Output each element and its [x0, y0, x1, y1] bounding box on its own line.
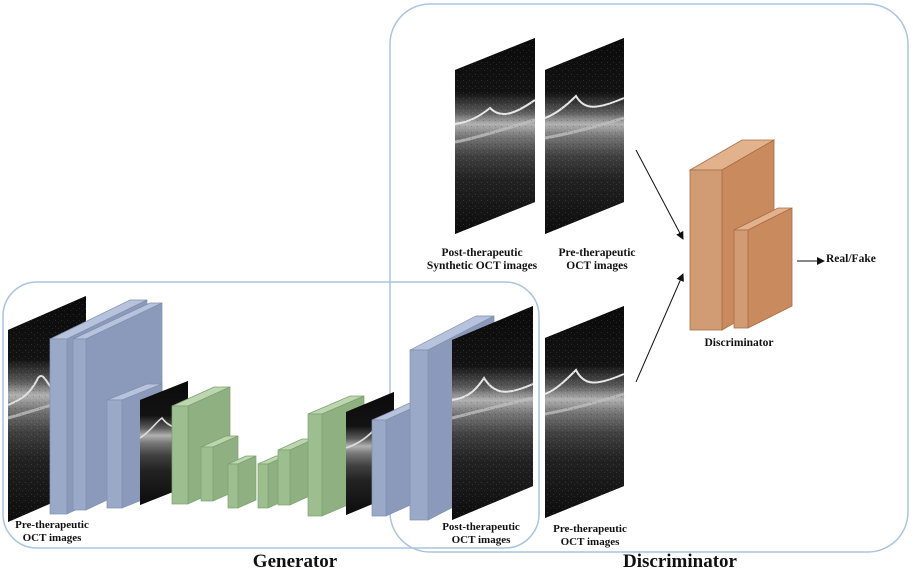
discriminator-block-caption: Discriminator — [684, 337, 794, 350]
generator-output-caption-line1: Post-therapeutic — [442, 521, 520, 533]
real-fake-label: Real/Fake — [826, 253, 906, 266]
discriminator-block-small — [733, 207, 793, 329]
generator-input-caption-line2: OCT images — [22, 531, 82, 544]
arrow-top-to-discriminator — [635, 149, 684, 240]
synthetic-post-oct-image — [454, 38, 536, 234]
discriminator-title: Discriminator — [590, 551, 770, 573]
synthetic-post-caption-line1: Post-therapeutic — [441, 247, 523, 259]
generator-output-caption-line2: OCT images — [451, 533, 511, 546]
generator-output-caption: Post-therapeutic OCT images — [426, 521, 536, 546]
generator-title: Generator — [215, 551, 375, 573]
arrow-bottom-to-discriminator — [635, 273, 684, 383]
generator-frame — [2, 281, 540, 549]
discriminator-title-text: Discriminator — [623, 551, 737, 572]
pre-top-caption-line2: OCT images — [566, 260, 628, 273]
synthetic-post-caption-line2: Synthetic OCT images — [426, 260, 538, 273]
pre-oct-image-top — [544, 38, 625, 234]
generator-input-caption: Pre-therapeutic OCT images — [4, 519, 100, 544]
generator-input-caption-line1: Pre-therapeutic — [15, 519, 89, 531]
bottleneck-block-3 — [227, 455, 257, 509]
generator-output-oct-image — [451, 306, 534, 520]
pre-bottom-caption-line1: Pre-therapeutic — [553, 523, 627, 535]
generator-title-text: Generator — [252, 551, 338, 572]
pre-top-caption: Pre-therapeutic OCT images — [538, 247, 656, 273]
pre-bottom-caption: Pre-therapeutic OCT images — [540, 523, 640, 548]
pre-bottom-caption-line2: OCT images — [560, 535, 620, 548]
pre-oct-image-bottom — [544, 306, 625, 518]
discriminator-block-label: Discriminator — [704, 337, 774, 349]
pre-top-caption-line1: Pre-therapeutic — [558, 247, 636, 259]
synthetic-post-caption: Post-therapeutic Synthetic OCT images — [414, 247, 550, 273]
discriminator-frame — [389, 3, 909, 553]
real-fake-text: Real/Fake — [826, 253, 876, 265]
